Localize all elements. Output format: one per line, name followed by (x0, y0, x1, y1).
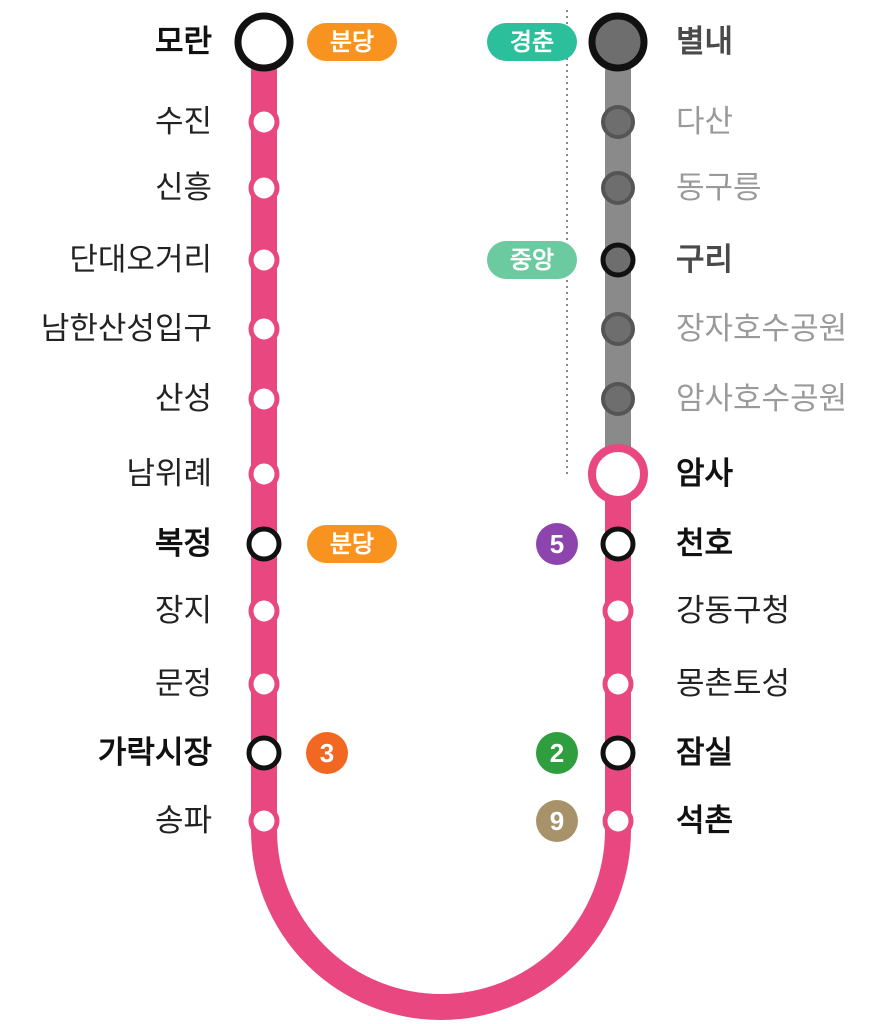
station-label-구리[interactable]: 구리 (676, 242, 734, 278)
station-marker-모란 (234, 12, 294, 72)
station-marker-별내 (588, 12, 648, 72)
station-marker-동구릉 (601, 171, 635, 205)
transfer-line-badge: 분당 (307, 23, 397, 61)
station-marker-장자호수공원 (601, 312, 635, 346)
transfer-line-number-badge: 5 (536, 523, 578, 565)
transfer-line-number-badge: 9 (536, 800, 578, 842)
station-label-석촌[interactable]: 석촌 (676, 803, 734, 839)
station-marker-강동구청 (602, 595, 634, 627)
station-label-동구릉[interactable]: 동구릉 (676, 170, 762, 206)
transfer-line-number-badge: 3 (306, 732, 348, 774)
station-label-모란[interactable]: 모란 (154, 24, 212, 60)
station-marker-단대오거리 (248, 244, 280, 276)
station-label-별내[interactable]: 별내 (676, 24, 734, 60)
station-marker-구리 (600, 242, 636, 278)
station-marker-신흥 (248, 172, 280, 204)
station-label-장지[interactable]: 장지 (154, 593, 212, 629)
station-label-단대오거리[interactable]: 단대오거리 (69, 242, 212, 278)
station-marker-암사호수공원 (601, 382, 635, 416)
station-label-신흥[interactable]: 신흥 (154, 170, 212, 206)
station-marker-남한산성입구 (248, 313, 280, 345)
station-marker-천호 (600, 526, 636, 562)
station-label-암사호수공원[interactable]: 암사호수공원 (676, 381, 848, 417)
station-label-문정[interactable]: 문정 (154, 666, 212, 702)
station-marker-몽촌토성 (602, 668, 634, 700)
transfer-line-badge: 경춘 (487, 23, 577, 61)
station-label-산성[interactable]: 산성 (154, 381, 212, 417)
station-label-다산[interactable]: 다산 (676, 104, 734, 140)
station-marker-가락시장 (246, 735, 282, 771)
station-label-암사[interactable]: 암사 (676, 456, 734, 492)
station-label-수진[interactable]: 수진 (154, 104, 212, 140)
route-line (251, 42, 631, 1020)
transfer-line-badge: 분당 (307, 525, 397, 563)
station-marker-장지 (248, 595, 280, 627)
station-marker-잠실 (600, 735, 636, 771)
station-label-남위례[interactable]: 남위례 (126, 456, 212, 492)
station-label-남한산성입구[interactable]: 남한산성입구 (40, 311, 212, 347)
station-label-강동구청[interactable]: 강동구청 (676, 593, 791, 629)
station-marker-남위례 (248, 458, 280, 490)
station-label-가락시장[interactable]: 가락시장 (97, 735, 212, 771)
station-marker-산성 (248, 383, 280, 415)
station-marker-암사 (588, 444, 648, 504)
station-label-복정[interactable]: 복정 (154, 526, 212, 562)
transfer-line-number-badge: 2 (536, 732, 578, 774)
station-marker-석촌 (602, 805, 634, 837)
station-label-몽촌토성[interactable]: 몽촌토성 (676, 666, 791, 702)
station-marker-복정 (246, 526, 282, 562)
station-label-장자호수공원[interactable]: 장자호수공원 (676, 311, 848, 347)
station-marker-송파 (248, 805, 280, 837)
station-marker-수진 (248, 106, 280, 138)
station-label-천호[interactable]: 천호 (676, 526, 734, 562)
transfer-line-badge: 중앙 (487, 241, 577, 279)
station-label-송파[interactable]: 송파 (154, 803, 212, 839)
station-label-잠실[interactable]: 잠실 (676, 735, 734, 771)
station-marker-문정 (248, 668, 280, 700)
station-marker-다산 (601, 105, 635, 139)
